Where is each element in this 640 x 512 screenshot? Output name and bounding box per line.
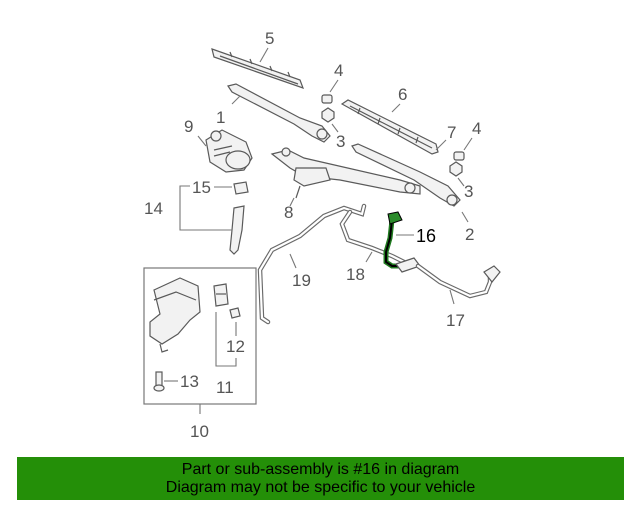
callout-18[interactable]: 18 xyxy=(346,265,365,284)
banner-line-part: Part or sub-assembly is #16 in diagram xyxy=(181,461,460,478)
callout-5[interactable]: 5 xyxy=(265,29,274,48)
wiper-blade-5[interactable] xyxy=(211,48,305,89)
washer-hose-16-highlighted[interactable] xyxy=(383,211,409,269)
washer-reservoir-10[interactable] xyxy=(149,277,201,353)
grommet-12[interactable] xyxy=(229,307,241,319)
leader-1 xyxy=(231,95,241,105)
leader-6 xyxy=(391,103,401,113)
callout-16[interactable]: 16 xyxy=(416,226,436,246)
callout-11[interactable]: 11 xyxy=(216,378,234,397)
leader-4b xyxy=(463,137,473,151)
wiper-arm-1[interactable] xyxy=(227,83,331,143)
callout-9[interactable]: 9 xyxy=(184,117,193,136)
callout-3b[interactable]: 3 xyxy=(464,182,473,201)
wiper-linkage-8[interactable] xyxy=(270,147,421,199)
callout-8[interactable]: 8 xyxy=(284,203,293,222)
leader-3b xyxy=(457,177,465,187)
cap-4-left[interactable] xyxy=(321,94,333,104)
wiper-motor-9[interactable] xyxy=(205,129,253,173)
callout-17[interactable]: 17 xyxy=(446,311,465,330)
leader-3a xyxy=(331,123,339,133)
cap-4-right[interactable] xyxy=(453,151,465,161)
callout-7[interactable]: 7 xyxy=(447,123,456,142)
callout-10[interactable]: 10 xyxy=(190,422,209,441)
washer-hose-18[interactable] xyxy=(339,209,407,265)
callout-3a[interactable]: 3 xyxy=(336,132,345,151)
leader-7 xyxy=(435,139,447,151)
nut-3-left[interactable] xyxy=(321,107,335,123)
callout-2[interactable]: 2 xyxy=(465,225,474,244)
washer-hose-19[interactable] xyxy=(257,203,367,325)
bolt-13[interactable] xyxy=(153,371,165,392)
filler-neck-14[interactable] xyxy=(229,205,245,255)
leader-19 xyxy=(289,253,297,269)
washer-pump-11[interactable] xyxy=(213,283,229,307)
banner-line-disclaimer: Diagram may not be specific to your vehi… xyxy=(165,479,476,496)
leader-4a xyxy=(329,79,339,93)
wiper-blade-6[interactable] xyxy=(340,99,439,155)
wiper-arm-2[interactable] xyxy=(351,143,461,207)
callout-1[interactable]: 1 xyxy=(216,108,225,127)
leader-14 xyxy=(179,185,232,231)
leader-9 xyxy=(197,135,207,147)
parts-diagram: 5 1 4 3 6 7 4 3 2 xyxy=(143,29,501,441)
leader-11 xyxy=(215,312,237,367)
leader-17 xyxy=(449,289,455,305)
leader-18 xyxy=(365,251,373,263)
callout-15[interactable]: 15 xyxy=(192,178,211,197)
callout-13[interactable]: 13 xyxy=(180,372,199,391)
callout-4a[interactable]: 4 xyxy=(334,61,343,80)
cap-15[interactable] xyxy=(233,181,249,195)
washer-nozzle-17[interactable] xyxy=(395,257,501,299)
leader-5 xyxy=(259,47,269,63)
callout-6[interactable]: 6 xyxy=(398,85,407,104)
callout-14[interactable]: 14 xyxy=(144,199,163,218)
leader-2 xyxy=(461,211,469,223)
nut-3-right[interactable] xyxy=(449,161,463,177)
leader-8 xyxy=(289,197,295,207)
callout-4b[interactable]: 4 xyxy=(472,119,481,138)
callout-19[interactable]: 19 xyxy=(292,271,311,290)
info-banner: Part or sub-assembly is #16 in diagram D… xyxy=(17,457,624,500)
callout-12[interactable]: 12 xyxy=(226,337,245,356)
